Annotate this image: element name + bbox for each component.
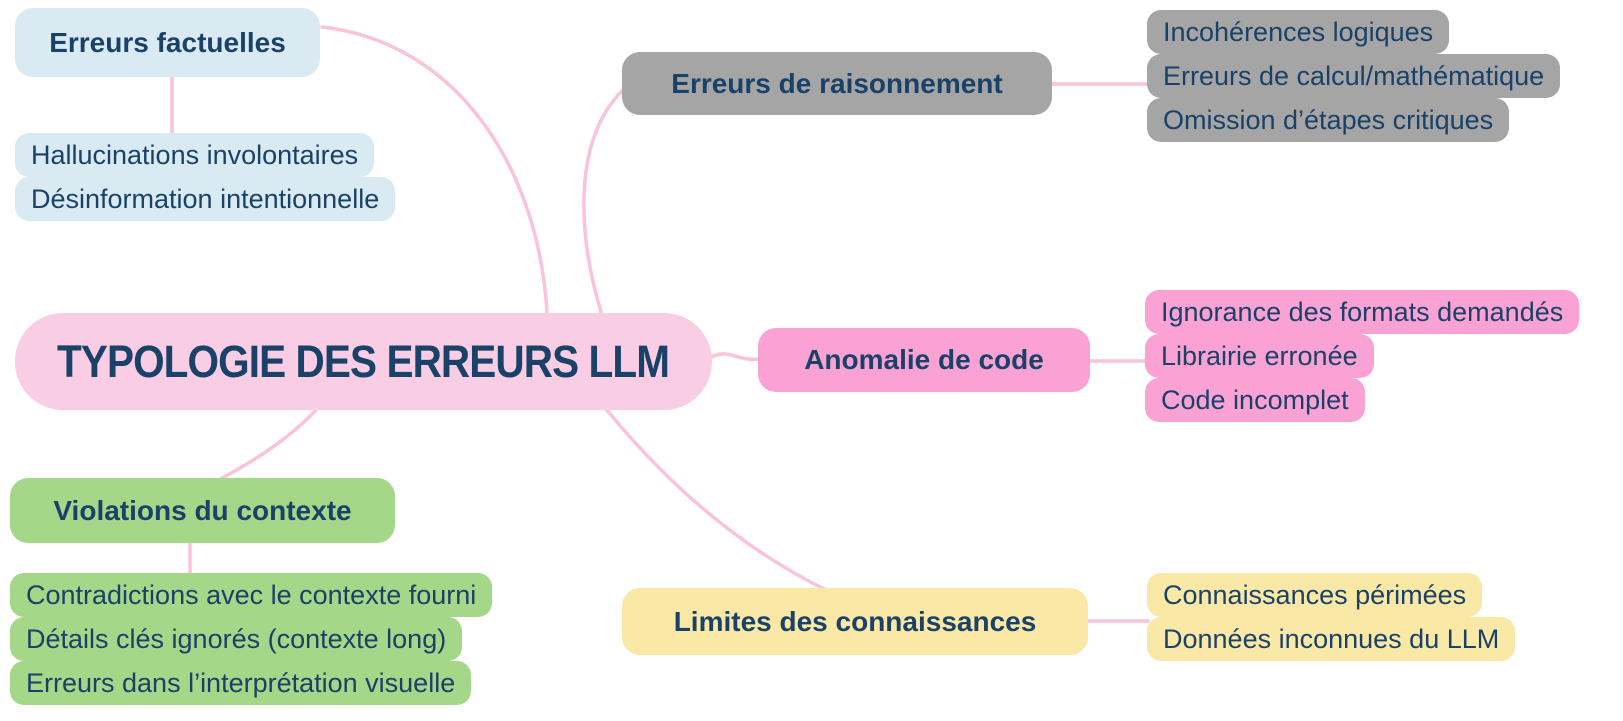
child-node-limites-des-connaissances[interactable]: Connaissances périmées Données inconnues…: [1147, 573, 1516, 661]
child-node-anomalie-de-code[interactable]: Ignorance des formats demandés Librairie…: [1145, 290, 1580, 422]
branch-node-erreurs-factuelles[interactable]: Erreurs factuelles: [15, 8, 320, 77]
branch-node-limites-des-connaissances[interactable]: Limites des connaissances: [622, 588, 1088, 655]
child-node-erreurs-factuelles[interactable]: Hallucinations involontaires Désinformat…: [15, 133, 396, 221]
child-lines-erreurs-de-raisonnement: Incohérences logiques Erreurs de calcul/…: [1147, 10, 1561, 142]
central-topic-node[interactable]: TYPOLOGIE DES ERREURS LLM: [15, 313, 712, 410]
branch-node-violations-du-contexte[interactable]: Violations du contexte: [10, 478, 395, 543]
branch-label-limites-des-connaissances: Limites des connaissances: [673, 605, 1037, 637]
branch-label-violations-du-contexte: Violations du contexte: [53, 494, 352, 526]
child-lines-erreurs-factuelles: Hallucinations involontaires Désinformat…: [15, 133, 396, 221]
central-topic-label: TYPOLOGIE DES ERREURS LLM: [57, 335, 670, 387]
branch-node-erreurs-de-raisonnement[interactable]: Erreurs de raisonnement: [622, 52, 1052, 115]
branch-node-anomalie-de-code[interactable]: Anomalie de code: [758, 328, 1090, 392]
child-node-erreurs-de-raisonnement[interactable]: Incohérences logiques Erreurs de calcul/…: [1147, 10, 1561, 142]
connector-central-to-raisonnement: [582, 88, 625, 314]
connector-central-to-contexte: [220, 408, 318, 480]
connector-central-to-code: [708, 352, 761, 362]
branch-label-erreurs-de-raisonnement: Erreurs de raisonnement: [671, 67, 1003, 99]
connector-central-to-limites: [604, 407, 830, 593]
child-lines-limites-des-connaissances: Connaissances périmées Données inconnues…: [1147, 573, 1516, 661]
child-lines-violations-du-contexte: Contradictions avec le contexte fourni D…: [10, 573, 493, 705]
child-node-violations-du-contexte[interactable]: Contradictions avec le contexte fourni D…: [10, 573, 493, 705]
child-lines-anomalie-de-code: Ignorance des formats demandés Librairie…: [1145, 290, 1580, 422]
branch-label-erreurs-factuelles: Erreurs factuelles: [49, 26, 286, 58]
branch-label-anomalie-de-code: Anomalie de code: [804, 344, 1044, 375]
connector-central-to-factuelles: [320, 25, 549, 314]
